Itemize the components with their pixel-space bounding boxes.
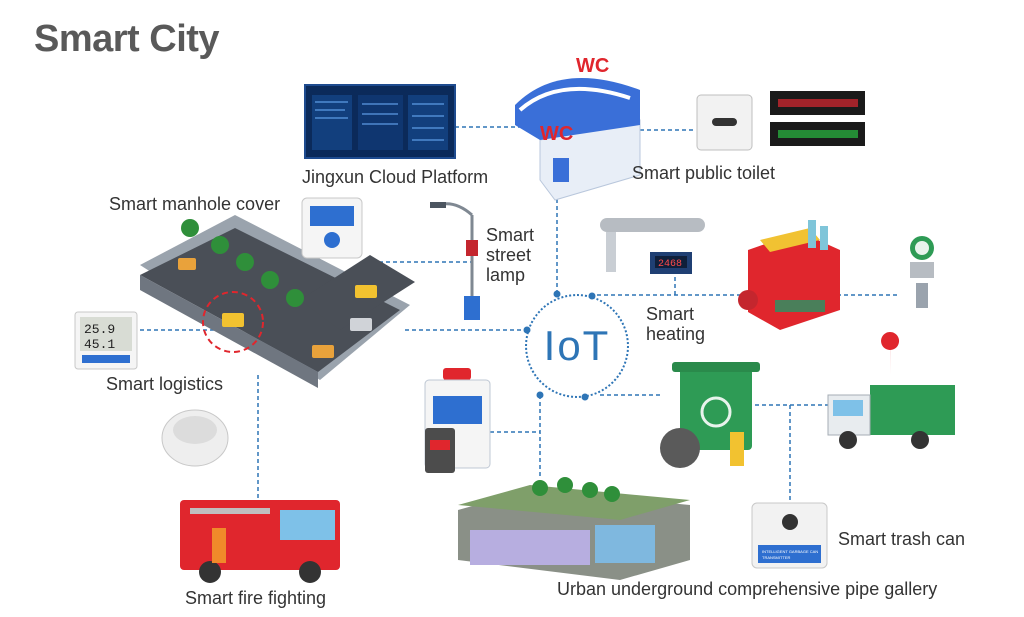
- trash-can-sensor: INTELLIGENT GARBAGE CAN TRANSMITTER: [751, 502, 828, 569]
- label-street-lamp-3: lamp: [486, 265, 526, 285]
- iot-hub-label: IoT: [543, 322, 611, 369]
- fire-truck: [180, 500, 340, 583]
- label-logistics: Smart logistics: [106, 374, 224, 394]
- diagram-title: Smart City: [34, 18, 220, 60]
- label-heating-1: Smart: [646, 304, 695, 324]
- heating-factory: [738, 220, 840, 330]
- toilet-sensor-device: [696, 94, 753, 151]
- flow-meter-device: [910, 236, 934, 308]
- label-heating-2: heating: [646, 324, 706, 344]
- trash-sensor-text-1: INTELLIGENT GARBAGE CAN: [762, 549, 818, 554]
- public-toilet-building: WC WC: [515, 55, 641, 201]
- label-pipe-gallery: Urban underground comprehensive pipe gal…: [557, 579, 938, 599]
- thermometer-temp-text: 25.9: [84, 322, 115, 337]
- label-fire-fighting: Smart fire fighting: [185, 588, 327, 608]
- smoke-detector: [161, 409, 229, 467]
- road-intersection: [140, 215, 415, 388]
- toilet-sign-text: WC: [540, 123, 573, 145]
- label-manhole-cover: Smart manhole cover: [109, 194, 281, 214]
- label-street-lamp-1: Smart: [486, 225, 535, 245]
- street-lamp: [430, 202, 480, 320]
- iot-hub: IoT: [525, 294, 629, 398]
- trash-bins: [660, 362, 760, 468]
- heating-display-text: 2468: [658, 259, 682, 270]
- toilet-roof-sign-text: WC: [576, 55, 609, 77]
- label-public-toilet: Smart public toilet: [632, 163, 776, 183]
- pipe-gallery: [458, 477, 690, 580]
- label-street-lamp-2: street: [486, 245, 532, 265]
- thermometer-humidity-text: 45.1: [84, 337, 115, 352]
- cloud-platform-screen: [304, 84, 456, 159]
- logistics-thermometer: 25.9 45.1: [74, 311, 138, 370]
- trash-sensor-text-2: TRANSMITTER: [762, 555, 791, 560]
- label-cloud-platform: Jingxun Cloud Platform: [302, 167, 489, 187]
- garbage-truck: [827, 332, 955, 449]
- gas-alarm-controller: [424, 368, 491, 473]
- heating-sensor-devices: 2468: [600, 218, 705, 274]
- manhole-highlight-circle: [202, 291, 264, 353]
- label-trash-can: Smart trash can: [838, 529, 966, 549]
- toilet-led-boards: [770, 91, 865, 146]
- manhole-sensor-device: [301, 197, 363, 259]
